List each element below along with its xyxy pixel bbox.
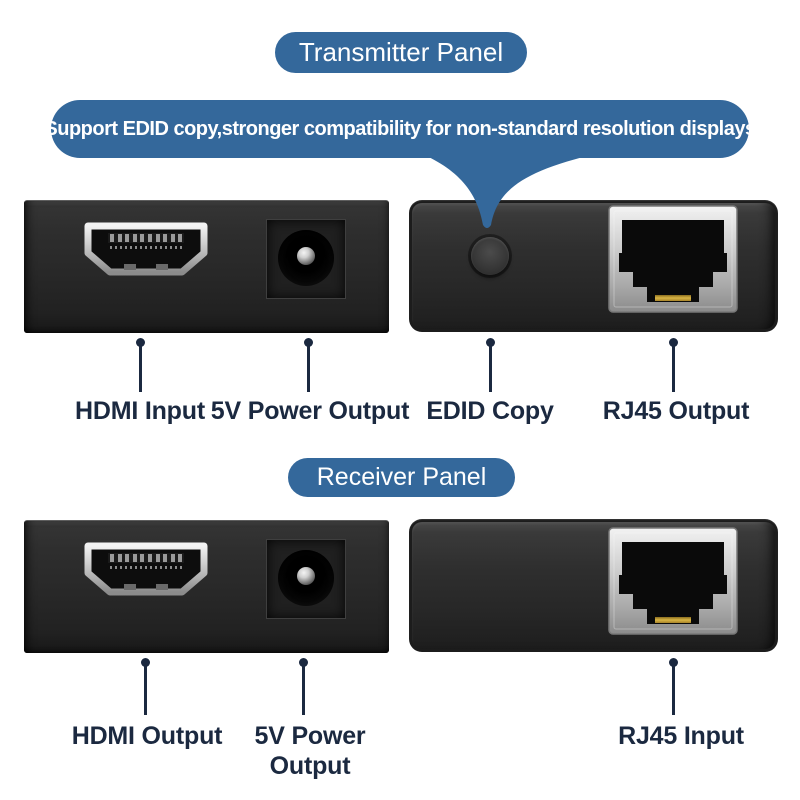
pointer-power-output-rx xyxy=(298,658,308,715)
label-5v-power-output-rx: 5V Power Output xyxy=(254,722,366,780)
dc-power-jack-icon xyxy=(266,539,346,619)
pointer-hdmi-output xyxy=(140,658,150,715)
edid-copy-button-icon xyxy=(471,237,509,275)
transmitter-rj45-device xyxy=(409,200,778,332)
pointer-edid-copy xyxy=(485,338,495,392)
transmitter-hdmi-power-device xyxy=(24,200,389,333)
dc-jack-pin xyxy=(297,247,315,265)
pointer-rj45-input xyxy=(668,658,678,715)
pointer-rj45-output xyxy=(668,338,678,392)
label-5v-power-output-tx: 5V Power Output xyxy=(210,397,410,425)
pointer-power-output-tx xyxy=(303,338,313,392)
dc-jack-hole xyxy=(278,550,334,606)
label-rj45-output: RJ45 Output xyxy=(602,397,750,425)
label-hdmi-output: HDMI Output xyxy=(71,722,223,750)
receiver-panel-badge: Receiver Panel xyxy=(288,458,515,497)
edid-callout-bubble: Support EDID copy,stronger compatibility… xyxy=(44,100,756,158)
receiver-rj45-device xyxy=(409,519,778,652)
rj45-port-icon xyxy=(608,527,738,635)
receiver-hdmi-power-device xyxy=(24,520,389,653)
transmitter-panel-badge: Transmitter Panel xyxy=(275,32,527,73)
dc-jack-hole xyxy=(278,230,334,286)
pointer-hdmi-input xyxy=(135,338,145,392)
label-hdmi-input: HDMI Input xyxy=(75,397,205,425)
label-edid-copy: EDID Copy xyxy=(426,397,554,425)
edid-callout-text: Support EDID copy,stronger compatibility… xyxy=(44,117,756,140)
rj45-port-icon xyxy=(608,205,738,313)
hdmi-port-icon xyxy=(84,222,208,276)
label-rj45-input: RJ45 Input xyxy=(618,722,744,750)
hdmi-port-icon xyxy=(84,542,208,596)
callout-tail-pointer-icon xyxy=(420,153,600,228)
dc-jack-pin xyxy=(297,567,315,585)
dc-power-jack-icon xyxy=(266,219,346,299)
